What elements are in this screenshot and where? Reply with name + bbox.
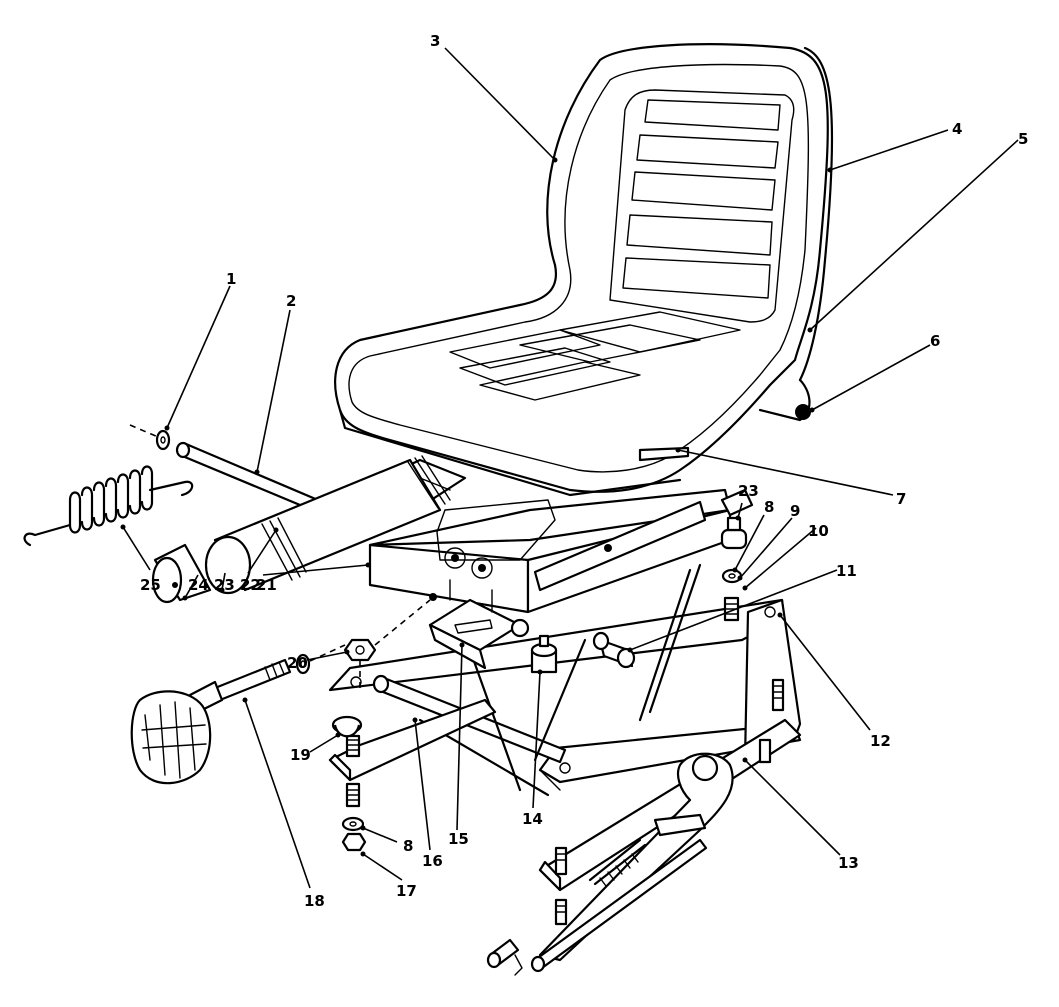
leader-lines [120,47,1019,889]
callout-17: 17 [396,882,417,900]
callout-20: 20 [287,654,308,672]
callout-12: 12 [870,732,891,750]
adjuster-lever [538,752,734,962]
callout-23-right: 23 [738,482,759,500]
slide-rail [538,678,802,926]
callout-21: 21 [256,576,277,594]
callout-6: 6 [930,332,940,350]
callout-labels: 1 2 3 4 5 6 7 8 8 9 10 11 12 13 14 15 16… [140,32,1028,910]
adjust-knob-18 [130,644,346,785]
nut-20 [343,599,431,690]
bushing-19 [331,715,363,738]
seat-bottom-panel [449,311,741,401]
tube-22 [204,455,451,595]
washers-right [721,568,743,584]
washer-8-lower [341,816,365,832]
cap-24 [151,543,212,604]
callout-9: 9 [790,502,800,520]
callout-4: 4 [952,120,962,138]
callout-22: 22 [240,576,261,594]
callout-7: 7 [896,490,906,508]
bumper-14 [530,634,558,674]
seat-cushion [334,43,834,497]
callout-13: 13 [838,854,859,872]
callout-3: 3 [430,32,440,50]
callout-11: 11 [836,562,857,580]
callout-14: 14 [522,810,543,828]
callout-18: 18 [304,892,325,910]
callout-24: 24 [188,576,209,594]
nut-pan [510,618,530,638]
callout-8-lower: 8 [403,837,413,855]
washer-1 [129,424,171,451]
callout-8-right: 8 [764,498,774,516]
callout-25: 25 [140,576,161,594]
callout-10: 10 [808,522,829,540]
pan-right-rail [533,500,707,592]
scissor-links [418,563,702,797]
bumper-23-right [720,488,754,550]
release-rod [486,838,708,976]
nut-17 [341,832,367,852]
rear-tube [592,631,636,669]
seat-pan-top [368,488,732,614]
callout-15: 15 [448,830,469,848]
left-lower-bracket [328,698,497,808]
callout-2: 2 [286,292,296,310]
callout-1: 1 [226,270,236,288]
knob-6 [795,404,811,420]
bracket-15 [428,579,522,670]
callout-19: 19 [290,746,311,764]
callout-23-left: 23 [214,576,235,594]
callout-5: 5 [1018,130,1028,148]
spring-25 [23,465,194,547]
seat-back-panel [609,89,795,323]
callout-16: 16 [422,852,443,870]
